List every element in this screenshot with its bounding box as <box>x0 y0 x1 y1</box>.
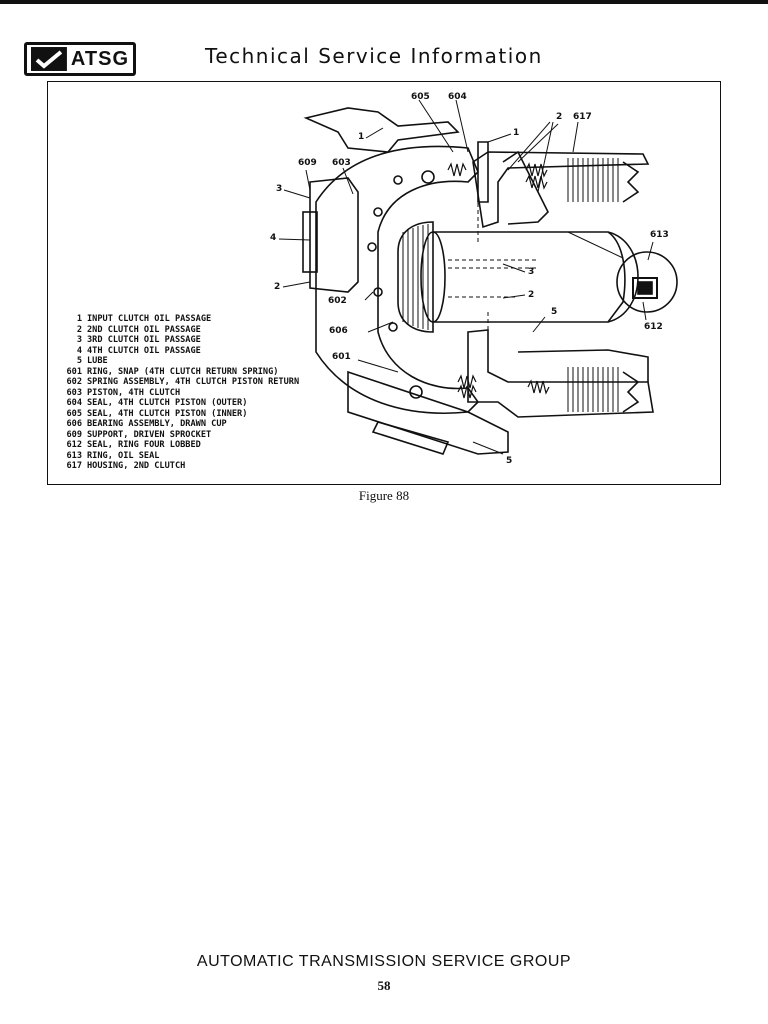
top-rule <box>0 0 768 4</box>
callout-603: 603 <box>332 158 351 168</box>
callout-606: 606 <box>329 326 348 336</box>
figure-caption: Figure 88 <box>358 488 410 503</box>
callout-613: 613 <box>650 230 669 240</box>
callout-602: 602 <box>328 296 347 306</box>
callout-1-left: 1 <box>358 132 365 142</box>
callout-617: 617 <box>573 112 592 122</box>
callout-3-right: 3 <box>528 267 535 277</box>
callout-3-left: 3 <box>276 184 283 194</box>
callout-605: 605 <box>411 92 430 102</box>
transmission-cross-section-drawing <box>278 99 678 455</box>
callout-4: 4 <box>270 233 277 243</box>
logo-text: ATSG <box>70 47 129 70</box>
callout-2-right: 2 <box>528 290 535 300</box>
callout-609: 609 <box>298 158 317 168</box>
callout-601: 601 <box>332 352 351 362</box>
callout-604: 604 <box>448 92 467 102</box>
footer-organization: AUTOMATIC TRANSMISSION SERVICE GROUP <box>196 953 572 970</box>
atsg-logo: ATSG <box>24 42 136 76</box>
callout-5-bottom: 5 <box>506 456 513 466</box>
checkmark-logo-icon <box>31 47 67 71</box>
callout-2-top: 2 <box>556 112 563 122</box>
callout-5-right: 5 <box>551 307 558 317</box>
callout-1-right: 1 <box>513 128 520 138</box>
page-number: 58 <box>377 978 391 993</box>
callout-612: 612 <box>644 322 663 332</box>
page-title: Technical Service Information <box>205 44 543 68</box>
callout-2-left: 2 <box>274 282 281 292</box>
